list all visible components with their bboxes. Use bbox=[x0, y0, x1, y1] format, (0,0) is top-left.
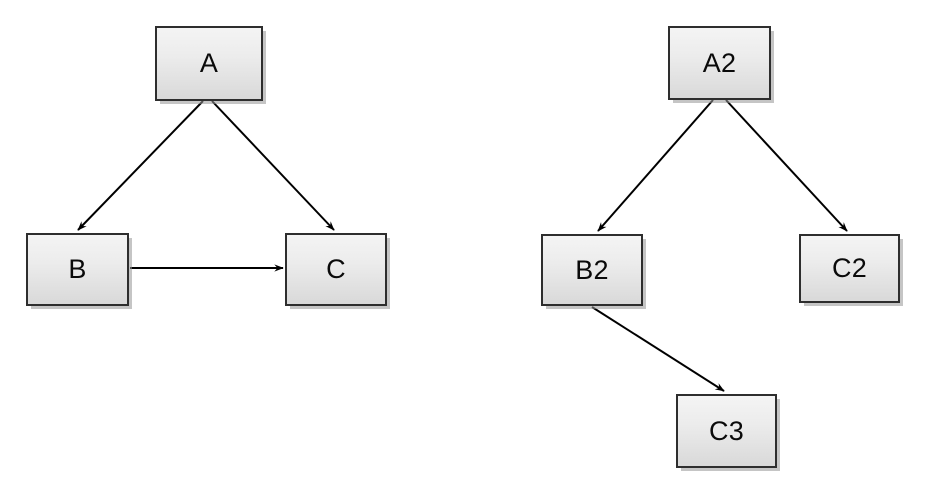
node-a2[interactable]: A2 bbox=[668, 26, 771, 100]
node-c[interactable]: C bbox=[285, 233, 387, 306]
node-b[interactable]: B bbox=[26, 233, 129, 306]
node-b2-label: B2 bbox=[575, 254, 609, 285]
node-b2[interactable]: B2 bbox=[541, 234, 643, 306]
edge-a-to-b bbox=[77, 100, 204, 231]
node-c3[interactable]: C3 bbox=[676, 394, 777, 468]
node-c2[interactable]: C2 bbox=[799, 234, 900, 303]
node-a[interactable]: A bbox=[155, 26, 263, 101]
edge-a2-to-c2 bbox=[725, 99, 848, 232]
node-c2-label: C2 bbox=[832, 253, 867, 283]
edge-a2-to-b2 bbox=[597, 99, 714, 232]
node-a-label: A bbox=[199, 48, 219, 78]
node-c3-label: C3 bbox=[709, 415, 744, 446]
edge-a-to-c bbox=[211, 100, 335, 231]
edge-b2-to-c3 bbox=[591, 306, 725, 392]
node-b-label: B bbox=[68, 254, 87, 284]
node-a2-label: A2 bbox=[702, 47, 737, 78]
node-c-label: C bbox=[326, 254, 346, 284]
